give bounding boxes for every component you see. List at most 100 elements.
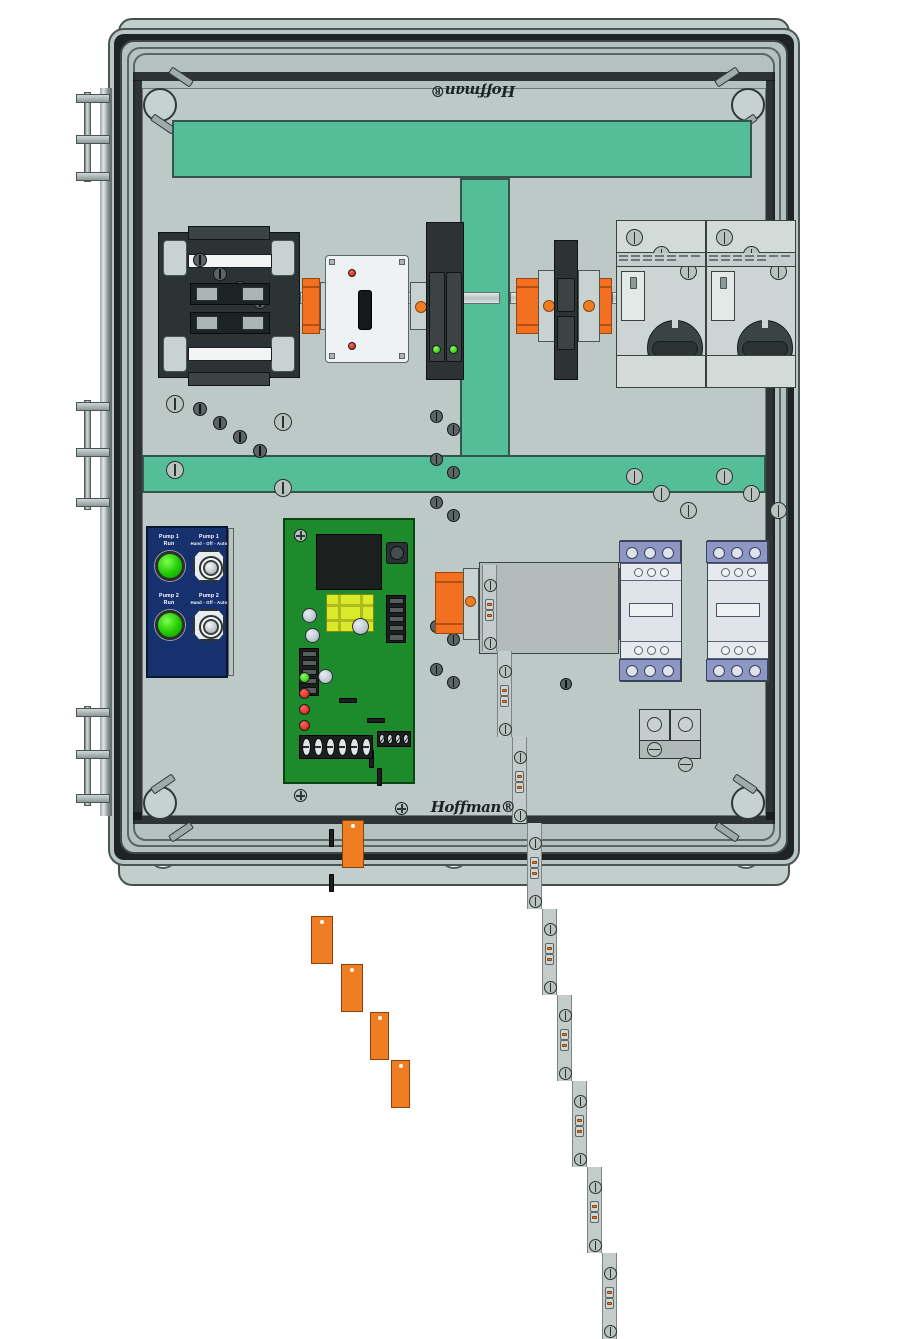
dip-switch[interactable] xyxy=(387,733,393,745)
corner-latch-top-right[interactable] xyxy=(731,88,765,122)
contactor-terminal[interactable] xyxy=(644,665,656,677)
fused-terminal-screw[interactable] xyxy=(430,496,443,509)
terminal-block[interactable] xyxy=(557,995,572,1081)
contactor-terminal[interactable] xyxy=(731,665,743,677)
transformer-screw[interactable] xyxy=(193,253,207,267)
pcb-mounting-screw[interactable] xyxy=(294,529,307,542)
terminal-clip-upper[interactable] xyxy=(574,1115,585,1126)
breaker-terminal-screw[interactable] xyxy=(743,485,760,502)
pcb-mounting-screw[interactable] xyxy=(294,789,307,802)
contactor-terminal[interactable] xyxy=(749,547,761,559)
contactor-aux-terminal[interactable] xyxy=(734,646,743,655)
transformer-screw[interactable] xyxy=(213,267,227,281)
pump1-hand-off-auto-selector[interactable] xyxy=(193,550,225,582)
contactor-terminal[interactable] xyxy=(713,547,725,559)
terminal-block[interactable] xyxy=(587,1167,602,1253)
fused-terminal-screw[interactable] xyxy=(447,466,460,479)
fused-terminal-screw[interactable] xyxy=(447,509,460,522)
contactor-terminal[interactable] xyxy=(662,547,674,559)
transformer-screw[interactable] xyxy=(193,402,207,416)
pcb-dip-switch-bank[interactable] xyxy=(377,731,411,747)
transformer-terminal-screw[interactable] xyxy=(166,461,184,479)
selector-knob[interactable] xyxy=(202,559,220,577)
narrow-module-screw[interactable] xyxy=(560,678,572,690)
fused-terminal-screw[interactable] xyxy=(430,453,443,466)
terminal-clip-upper[interactable] xyxy=(544,943,555,954)
terminal-screw-bottom[interactable] xyxy=(499,723,512,736)
breaker-terminal-screw[interactable] xyxy=(653,485,670,502)
terminal-block[interactable] xyxy=(482,565,497,651)
terminal-clip-upper[interactable] xyxy=(484,599,495,610)
corner-latch-bottom-left[interactable] xyxy=(143,786,177,820)
ground-terminal-hole[interactable] xyxy=(647,717,662,732)
contactor-aux-terminal[interactable] xyxy=(721,646,730,655)
motor-contactor-2[interactable] xyxy=(706,540,769,682)
terminal-clip-lower[interactable] xyxy=(484,610,495,621)
terminal-strip-end-bracket[interactable] xyxy=(435,572,465,634)
terminal-screw-top[interactable] xyxy=(559,1009,572,1022)
terminal-screw-bottom[interactable] xyxy=(574,1153,587,1166)
two-pole-ground-terminal-block[interactable] xyxy=(639,709,701,772)
ground-terminal-screw[interactable] xyxy=(647,742,662,757)
module-clamp-screw[interactable] xyxy=(583,300,595,312)
contactor-aux-terminal[interactable] xyxy=(660,646,669,655)
terminal-clip-lower[interactable] xyxy=(589,1212,600,1223)
terminal-screw-bottom[interactable] xyxy=(484,637,497,650)
ground-terminal-screw[interactable] xyxy=(678,757,693,772)
contactor-aux-terminal[interactable] xyxy=(647,646,656,655)
rotary-disconnect-switch-2[interactable] xyxy=(706,220,796,519)
terminal-screw[interactable] xyxy=(361,738,371,756)
terminal-screw[interactable] xyxy=(325,738,335,756)
terminal-clip-lower[interactable] xyxy=(499,696,510,707)
terminal-screw-bottom[interactable] xyxy=(514,809,527,822)
terminal-block[interactable] xyxy=(602,1253,617,1339)
pump2-hand-off-auto-selector[interactable] xyxy=(193,609,225,641)
contactor-aux-terminal[interactable] xyxy=(734,568,743,577)
breaker-terminal-screw[interactable] xyxy=(626,468,643,485)
dip-switch[interactable] xyxy=(403,733,409,745)
terminal-clip-lower[interactable] xyxy=(514,782,525,793)
breaker-terminal-screw[interactable] xyxy=(626,229,643,246)
terminal-clip-lower[interactable] xyxy=(604,1298,615,1309)
terminal-screw-top[interactable] xyxy=(604,1267,617,1280)
transformer-screw[interactable] xyxy=(253,444,267,458)
motor-contactor-1[interactable] xyxy=(619,540,682,682)
contactor-terminal[interactable] xyxy=(731,547,743,559)
ground-terminal-hole[interactable] xyxy=(678,717,693,732)
contactor-terminal[interactable] xyxy=(626,547,638,559)
dip-switch[interactable] xyxy=(395,733,401,745)
transformer-terminal-screw[interactable] xyxy=(274,479,292,497)
terminal-clip-upper[interactable] xyxy=(529,857,540,868)
terminal-screw-top[interactable] xyxy=(574,1095,587,1108)
terminal-clip-lower[interactable] xyxy=(574,1126,585,1137)
rotary-disconnect-switch-1[interactable] xyxy=(616,220,706,519)
contactor-aux-terminal[interactable] xyxy=(660,568,669,577)
terminal-strip-clamp-screw[interactable] xyxy=(465,596,476,607)
dip-switch[interactable] xyxy=(379,733,385,745)
din-terminal-block-strip[interactable] xyxy=(479,562,619,1339)
terminal-screw-top[interactable] xyxy=(529,837,542,850)
terminal-block[interactable] xyxy=(512,737,527,823)
contactor-terminal[interactable] xyxy=(749,665,761,677)
breaker-terminal-screw[interactable] xyxy=(770,502,787,519)
terminal-screw-bottom[interactable] xyxy=(559,1067,572,1080)
terminal-screw-top[interactable] xyxy=(589,1181,602,1194)
pump1-run-pilot-light[interactable] xyxy=(155,551,185,581)
terminal-screw[interactable] xyxy=(337,738,347,756)
terminal-clip-lower[interactable] xyxy=(559,1040,570,1051)
contactor-aux-terminal[interactable] xyxy=(647,568,656,577)
terminal-clip-lower[interactable] xyxy=(529,868,540,879)
breaker-terminal-screw[interactable] xyxy=(716,229,733,246)
fused-terminal-screw[interactable] xyxy=(447,423,460,436)
terminal-clip-upper[interactable] xyxy=(604,1287,615,1298)
transformer-screw[interactable] xyxy=(213,416,227,430)
contactor-aux-terminal[interactable] xyxy=(747,568,756,577)
contactor-terminal[interactable] xyxy=(713,665,725,677)
terminal-screw-bottom[interactable] xyxy=(529,895,542,908)
terminal-clip-lower[interactable] xyxy=(544,954,555,965)
terminal-screw-bottom[interactable] xyxy=(544,981,557,994)
transformer-terminal-screw[interactable] xyxy=(166,395,184,413)
terminal-clip-upper[interactable] xyxy=(514,771,525,782)
fused-terminal-screw[interactable] xyxy=(447,676,460,689)
terminal-screw[interactable] xyxy=(313,738,323,756)
